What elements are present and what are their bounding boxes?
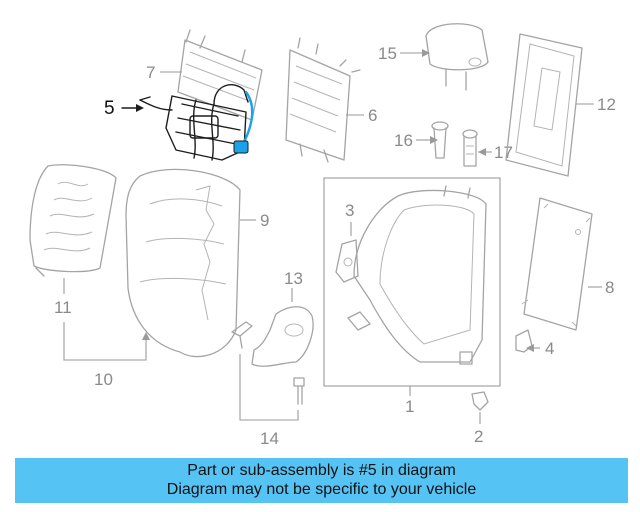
callout-7: 7: [146, 63, 155, 82]
info-banner: Part or sub-assembly is #5 in diagram Di…: [15, 458, 628, 503]
callout-8: 8: [605, 278, 614, 297]
banner-line-2: Diagram may not be specific to your vehi…: [166, 481, 477, 498]
part-7-frame-wire: 7: [146, 29, 263, 121]
part-6-spring-mat: 6: [285, 37, 377, 163]
callout-1: 1: [405, 397, 414, 416]
part-3-recliner: 3: [335, 201, 359, 283]
part-4-trim: 4: [515, 329, 554, 358]
callout-3: 3: [345, 201, 354, 220]
banner-line-1: Part or sub-assembly is #5 in diagram: [187, 462, 456, 479]
part-11-back-pad: 11: [29, 164, 117, 317]
callout-14: 14: [260, 429, 279, 448]
part-16-guide: 16: [394, 121, 449, 159]
callout-16: 16: [394, 131, 413, 150]
callout-12: 12: [597, 95, 616, 114]
part-5-lumbar-assembly: 5: [104, 84, 254, 161]
part-1-frame-box: 1: [323, 177, 501, 416]
part-14-bolts: 14: [231, 321, 305, 448]
callout-15: 15: [378, 44, 397, 63]
callout-5: 5: [104, 98, 115, 119]
callout-13: 13: [284, 269, 303, 288]
part-15-headrest: 15: [378, 23, 489, 91]
callout-6: 6: [368, 106, 377, 125]
part-17-guide: 17: [462, 129, 513, 167]
part-12-back-panel: 12: [505, 33, 616, 177]
parts-diagram: 7 5 6 15 16: [29, 23, 616, 448]
part-13-side-cover: 13: [251, 269, 314, 367]
part-8-back-board: 8: [521, 197, 614, 331]
part-9-back-cover: 9: [125, 168, 269, 358]
callout-10: 10: [94, 370, 113, 389]
callout-9: 9: [260, 211, 269, 230]
callout-10-bracket: 10: [63, 322, 150, 389]
callout-17: 17: [494, 143, 513, 162]
callout-4: 4: [545, 339, 554, 358]
callout-2: 2: [474, 427, 483, 446]
callout-11: 11: [54, 298, 72, 317]
part-2-clip: 2: [471, 391, 489, 446]
